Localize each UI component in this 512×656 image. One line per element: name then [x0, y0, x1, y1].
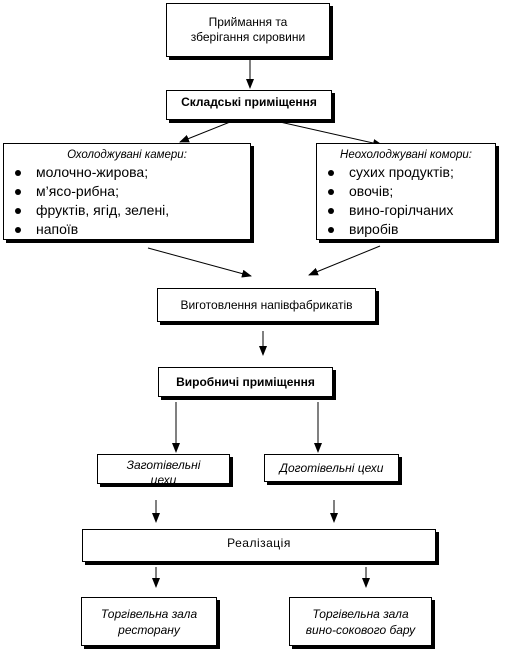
sales-box: Реалізація [82, 529, 436, 562]
cooled-chambers-box: Охолоджувані камери: молочно-жирова; м’я… [3, 143, 251, 240]
bar-hall-box: Торгівельна зала вино-сокового бару [289, 597, 432, 646]
list-item: молочно-жирова; [15, 163, 250, 182]
arrow-cooled-to-semi [147, 247, 252, 278]
receiving-box: Приймання та зберігання сировини [166, 3, 330, 57]
restaurant-hall-box: Торгівельна зала ресторану [81, 597, 217, 646]
bar-hall-label: Торгівельна зала вино-сокового бару [305, 606, 416, 637]
list-item: фруктів, ягід, зелені, [15, 201, 250, 220]
list-item: сухих продуктів; [328, 163, 495, 182]
receiving-label: Приймання та зберігання сировини [190, 15, 306, 44]
arrow-uncooled-to-semi [308, 245, 381, 276]
uncooled-storerooms-box: Неохолоджувані комори: сухих продуктів; … [316, 143, 496, 240]
warehouse-label: Складські приміщення [181, 95, 317, 109]
list-item: напоїв [15, 220, 250, 239]
semi-finished-label: Виготовлення напівфабрикатів [180, 297, 353, 312]
list-item: овочів; [328, 182, 495, 201]
list-item: м’ясо-рибна; [15, 182, 250, 201]
procurement-shops-box: Заготівельні цехи [97, 454, 230, 484]
finishing-shops-label: Доготівельні цехи [279, 460, 384, 475]
restaurant-hall-label: Торгівельна зала ресторану [100, 606, 198, 637]
warehouse-box: Складські приміщення [166, 90, 332, 120]
cooled-chambers-heading: Охолоджувані камери: [67, 149, 187, 161]
uncooled-storerooms-list: сухих продуктів; овочів; вино-горілчаних… [317, 163, 495, 239]
finishing-shops-box: Доготівельні цехи [264, 454, 399, 482]
list-item: виробів [328, 220, 495, 239]
sales-label: Реалізація [227, 536, 291, 550]
arrow-warehouse-to-cooled [179, 121, 231, 143]
arrow-warehouse-to-uncooled [279, 121, 383, 147]
production-box: Виробничі приміщення [158, 367, 333, 397]
list-item: вино-горілчаних [328, 201, 495, 220]
production-label: Виробничі приміщення [176, 374, 315, 389]
uncooled-storerooms-heading: Неохолоджувані комори: [340, 149, 472, 161]
procurement-shops-label: Заготівельні цехи [126, 458, 201, 484]
cooled-chambers-list: молочно-жирова; м’ясо-рибна; фруктів, яг… [4, 163, 250, 239]
semi-finished-box: Виготовлення напівфабрикатів [157, 288, 376, 322]
